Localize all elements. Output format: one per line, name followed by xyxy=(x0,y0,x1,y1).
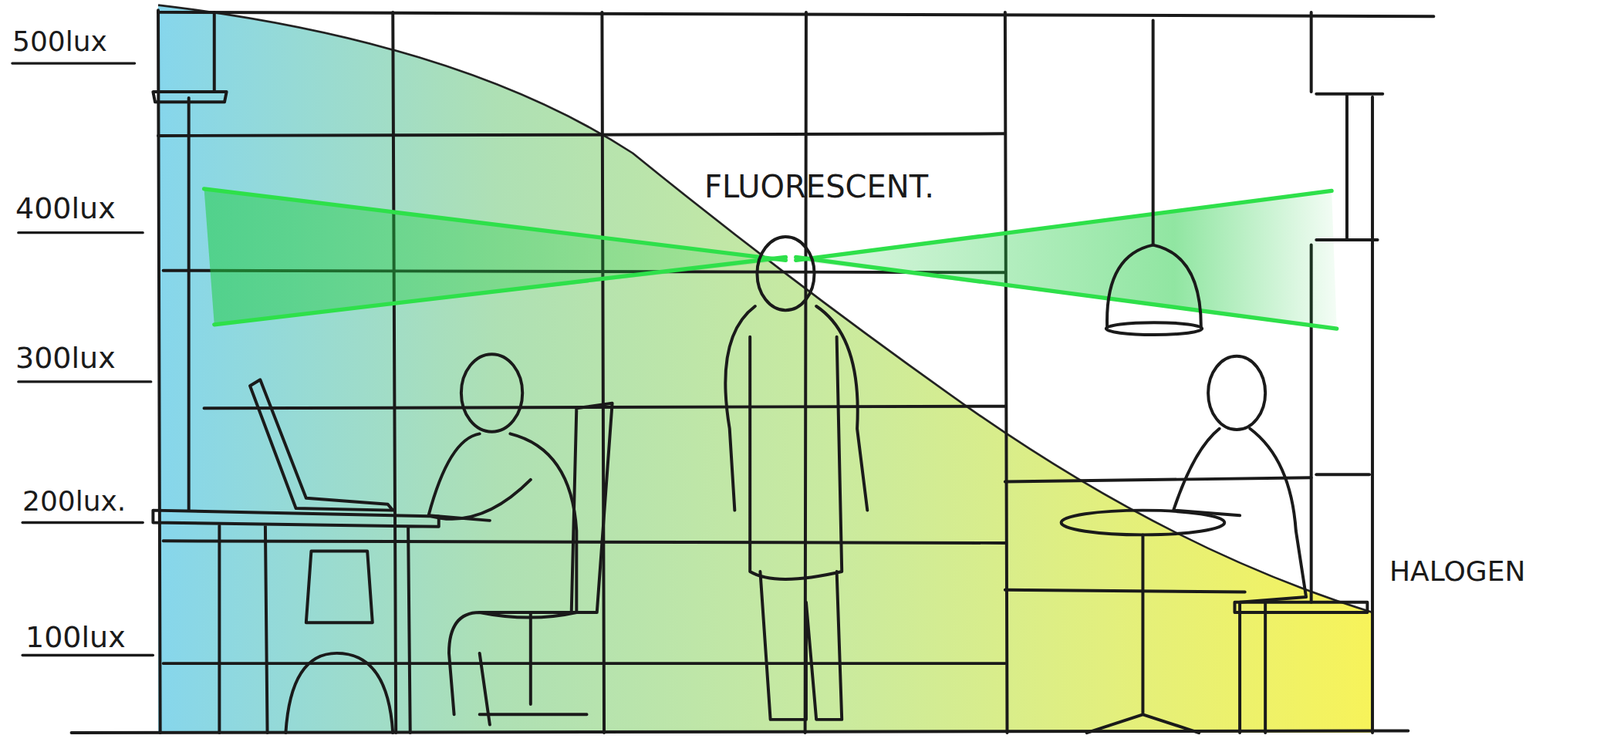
lux-curve xyxy=(158,5,1373,613)
scale-underlines xyxy=(12,63,154,655)
wall-shelf xyxy=(1316,472,1370,476)
lux-scale-label: 500lux xyxy=(12,27,108,56)
pendant-lamp xyxy=(1107,245,1202,328)
seated-person xyxy=(1173,428,1307,733)
pendant-lamp-rim xyxy=(1106,322,1202,335)
grid-line xyxy=(158,133,1006,136)
beam-line xyxy=(796,256,1337,329)
floor-line xyxy=(71,730,1409,733)
lux-scale-label: 200lux. xyxy=(22,487,126,516)
shelving-grid xyxy=(71,10,1435,733)
laptop xyxy=(249,379,393,510)
people xyxy=(428,236,1307,733)
grid-line xyxy=(204,406,1006,409)
grid-line xyxy=(1309,12,1314,92)
grid-line xyxy=(1005,12,1008,733)
scale-underline xyxy=(22,521,143,524)
light-source-label: FLUORESCENT. xyxy=(704,171,935,203)
grid-line xyxy=(158,10,161,733)
grid-line xyxy=(1370,97,1374,733)
floor-lamp-cap xyxy=(152,91,227,102)
pendant-cord xyxy=(1151,20,1155,245)
wall-lamp-pole xyxy=(1345,94,1349,240)
person-head xyxy=(756,236,814,311)
floor-lamp-pole xyxy=(187,97,191,511)
wall-lamp-cap xyxy=(1316,92,1383,96)
beam-wedge xyxy=(796,190,1337,329)
bench-seat xyxy=(1234,602,1368,613)
grid-line xyxy=(212,12,217,92)
beam-wedge xyxy=(204,189,787,325)
stool xyxy=(285,551,393,734)
scale-underline xyxy=(22,654,153,657)
light-source-label: HALOGEN xyxy=(1389,557,1526,586)
furniture xyxy=(152,20,1383,733)
scale-underline xyxy=(18,380,152,383)
cafe-table-base xyxy=(1086,534,1199,733)
wall-lamp-cap xyxy=(1316,238,1378,242)
lux-scale-label: 100lux xyxy=(25,622,126,652)
desk xyxy=(152,510,439,733)
grid-line xyxy=(163,540,1006,544)
light-beam xyxy=(204,189,1337,329)
chair xyxy=(479,403,613,716)
grid-line xyxy=(163,661,1006,665)
standing-person xyxy=(725,306,868,720)
lux-gradient-area xyxy=(158,5,1373,733)
grid-line xyxy=(1005,590,1246,593)
person-head xyxy=(1208,356,1266,430)
seated-person xyxy=(428,433,578,725)
beam-line xyxy=(214,256,787,325)
grid-line xyxy=(1005,477,1312,482)
person-head xyxy=(461,354,523,433)
grid-line xyxy=(601,12,605,733)
grid-line xyxy=(158,12,1434,17)
lux-scale-label: 300lux xyxy=(15,343,116,373)
beam-line xyxy=(204,189,787,261)
lux-scale-label: 400lux xyxy=(15,193,116,223)
grid-line xyxy=(392,12,396,733)
scale-underline xyxy=(18,231,143,234)
cafe-table xyxy=(1061,510,1226,536)
scale-underline xyxy=(12,61,136,65)
